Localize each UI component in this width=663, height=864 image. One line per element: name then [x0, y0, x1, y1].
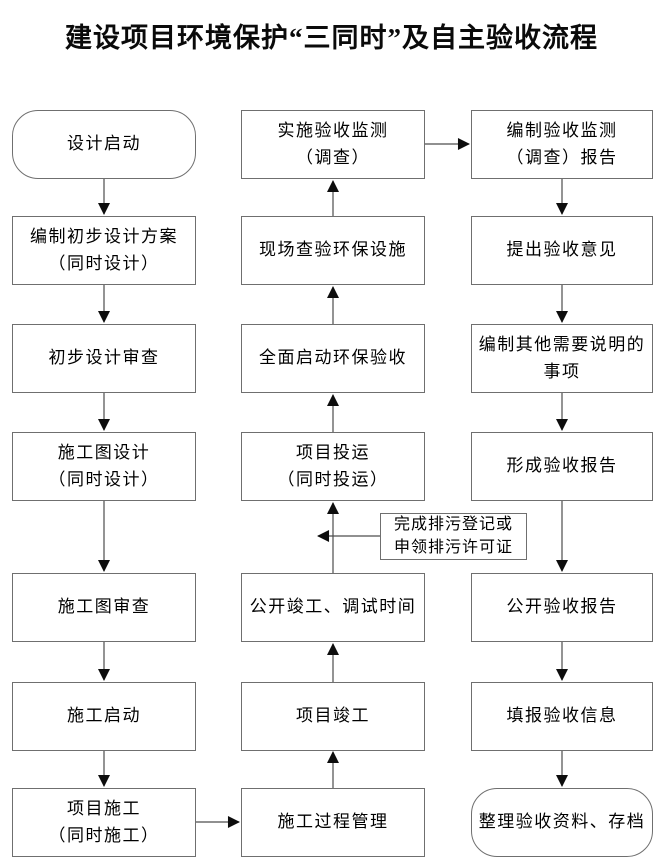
node-project-operation: 项目投运 （同时投运） [241, 432, 425, 501]
node-construction-drawing: 施工图设计 （同时设计） [12, 432, 196, 501]
node-pollution-permit: 完成排污登记或 申领排污许可证 [380, 513, 527, 560]
node-acceptance-report: 形成验收报告 [471, 432, 653, 501]
node-project-completion: 项目竣工 [241, 682, 425, 751]
node-monitoring-report: 编制验收监测 （调查）报告 [471, 110, 653, 179]
node-site-inspection: 现场查验环保设施 [241, 216, 425, 285]
node-drawing-review: 施工图审查 [12, 573, 196, 642]
node-construction-start: 施工启动 [12, 682, 196, 751]
page-title: 建设项目环境保护“三同时”及自主验收流程 [65, 23, 598, 53]
node-fill-info: 填报验收信息 [471, 682, 653, 751]
node-prelim-review: 初步设计审查 [12, 324, 196, 393]
node-acceptance-monitoring: 实施验收监测 （调查） [241, 110, 425, 179]
node-acceptance-opinion: 提出验收意见 [471, 216, 653, 285]
node-other-matters: 编制其他需要说明的 事项 [471, 324, 653, 393]
node-archive: 整理验收资料、存档 [471, 788, 653, 857]
node-project-construction: 项目施工 （同时施工） [12, 788, 196, 857]
node-launch-acceptance: 全面启动环保验收 [241, 324, 425, 393]
node-construction-management: 施工过程管理 [241, 788, 425, 857]
node-publicize-completion: 公开竣工、调试时间 [241, 573, 425, 642]
node-design-start: 设计启动 [12, 110, 196, 179]
node-publicize-report: 公开验收报告 [471, 573, 653, 642]
node-prelim-design: 编制初步设计方案 （同时设计） [12, 216, 196, 285]
